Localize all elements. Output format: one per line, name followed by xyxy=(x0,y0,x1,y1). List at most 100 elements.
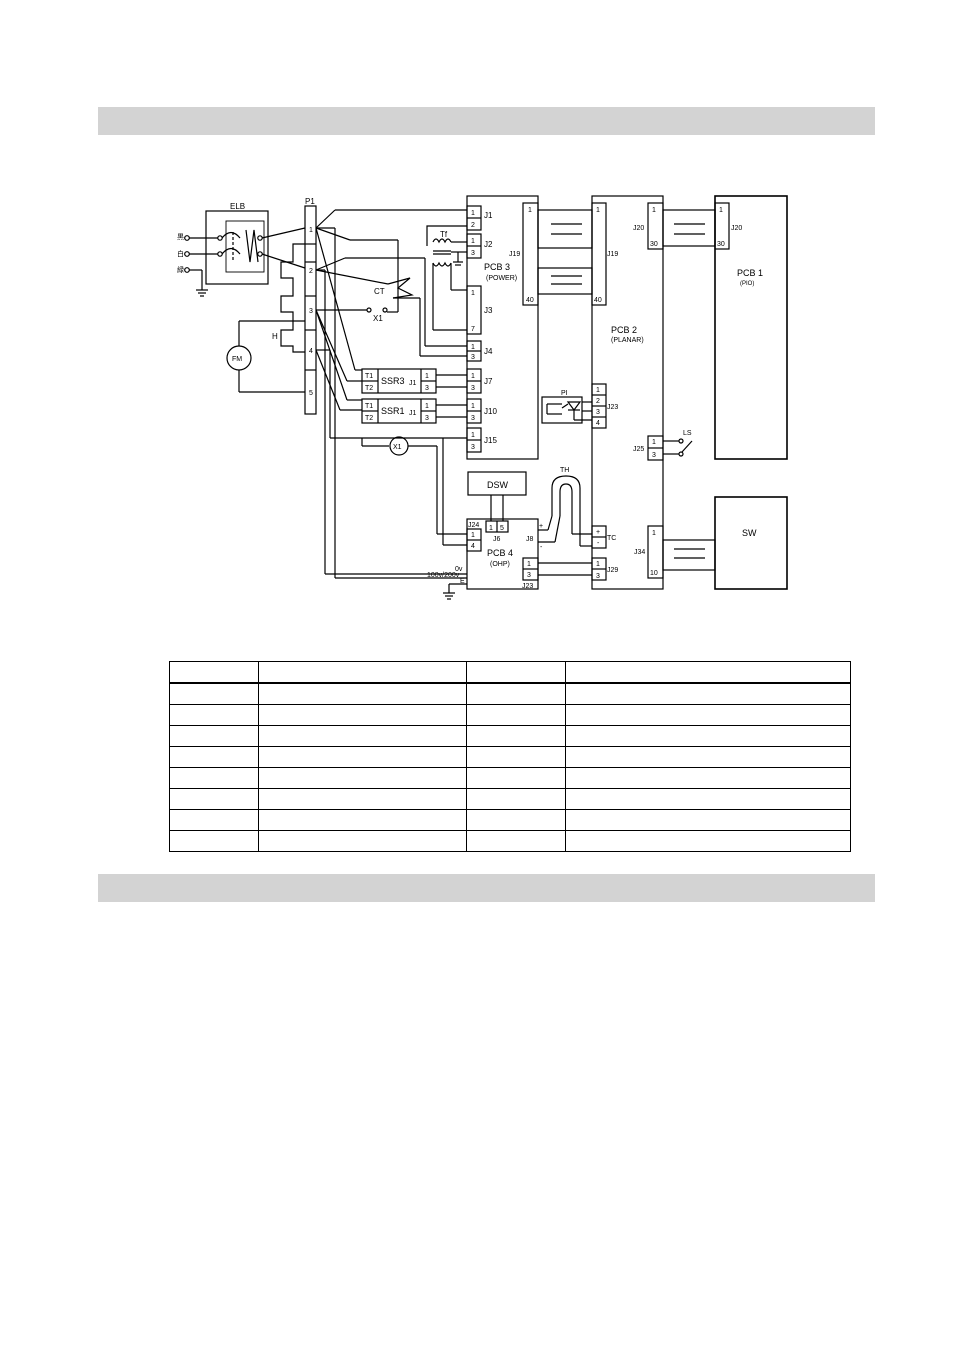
pcb4-j8-label: J8 xyxy=(526,536,534,543)
dsw-label: DSW xyxy=(487,480,509,490)
table-cell xyxy=(258,830,467,852)
pcb2-j25-pin-3: 3 xyxy=(652,452,656,459)
ssr1-t2: T2 xyxy=(365,415,373,422)
pcb3-j7-pin-1: 1 xyxy=(471,373,475,380)
table-cell xyxy=(466,725,566,747)
pcb2-j19-pin-40: 40 xyxy=(594,297,602,304)
elb-box xyxy=(205,210,269,285)
p1-pin-3: 3 xyxy=(309,308,313,315)
pcb4-j8-plus: + xyxy=(539,523,543,530)
table-cell xyxy=(169,661,259,684)
table-cell xyxy=(169,704,259,726)
sw-panel xyxy=(714,496,788,590)
pcb3-j19-pin-40: 40 xyxy=(526,297,534,304)
table-cell xyxy=(466,704,566,726)
ssr3-jack: J1 xyxy=(409,380,417,387)
table-cell xyxy=(258,746,467,768)
pcb2-j23-pin-2: 2 xyxy=(596,398,600,405)
elb-terminal-black: 黒 xyxy=(177,233,184,241)
pcb2-j29-label: J29 xyxy=(607,567,618,574)
ssr3-t2: T2 xyxy=(365,385,373,392)
table-cell xyxy=(565,809,851,831)
section-header-bar-bottom xyxy=(98,874,875,902)
pcb2-j34-pin-1: 1 xyxy=(652,530,656,537)
table-cell xyxy=(466,682,566,705)
table-cell xyxy=(258,767,467,789)
p1-label: P1 xyxy=(305,197,315,206)
table-cell xyxy=(169,767,259,789)
pcb3-j15-pin-3: 3 xyxy=(471,444,475,451)
table-cell xyxy=(466,830,566,852)
table-cell xyxy=(258,725,467,747)
pcb1-sub: (PIO) xyxy=(740,281,754,287)
pcb4-j24-label: J24 xyxy=(468,522,479,529)
ssr1-pin-3: 3 xyxy=(425,415,429,422)
pcb4-j23-label: J23 xyxy=(522,583,533,590)
elb-label: ELB xyxy=(230,202,245,211)
pcb3-j10-label: J10 xyxy=(484,407,497,416)
pcb3-j1-label: J1 xyxy=(484,211,493,220)
pcb3-j3-pin-1: 1 xyxy=(471,290,475,297)
table-cell xyxy=(258,704,467,726)
pcb3-j1-pin-2: 2 xyxy=(471,222,475,229)
dsw-box xyxy=(467,471,527,496)
pcb3-j10-pin-3: 3 xyxy=(471,415,475,422)
table-cell xyxy=(565,725,851,747)
elb-terminal-1 xyxy=(184,235,190,241)
pcb3-j3-label: J3 xyxy=(484,306,493,315)
table-cell xyxy=(169,682,259,705)
ssr3-label: SSR3 xyxy=(381,376,405,386)
table-cell xyxy=(565,661,851,684)
ct-label: CT xyxy=(374,287,385,296)
pcb3-j3-pin-7: 7 xyxy=(471,326,475,333)
sw-label: SW xyxy=(742,528,757,538)
pcb4-earth: E xyxy=(460,578,465,585)
relay-contact-label: X1 xyxy=(373,314,383,323)
table-cell xyxy=(466,767,566,789)
table-cell xyxy=(258,788,467,810)
pcb3-j2-label: J2 xyxy=(484,240,493,249)
pcb4-j8-minus: - xyxy=(540,544,543,551)
p1-pin-4: 4 xyxy=(309,348,313,355)
table-cell xyxy=(258,682,467,705)
table-row xyxy=(169,682,851,705)
table-cell xyxy=(466,661,566,684)
pcb1-j20-pin-1: 1 xyxy=(719,207,723,214)
p1-pin-2: 2 xyxy=(309,268,313,275)
pcb3-j15-label: J15 xyxy=(484,436,497,445)
table-cell xyxy=(466,788,566,810)
relay-coil-label: X1 xyxy=(393,444,402,451)
pcb2-j20-label: J20 xyxy=(633,225,644,232)
table-cell xyxy=(565,767,851,789)
pcb2-j34-label: J34 xyxy=(634,549,645,556)
pcb2-j19-pin-1: 1 xyxy=(596,207,600,214)
pcb2-j23-pin-1: 1 xyxy=(596,387,600,394)
table-cell xyxy=(169,809,259,831)
table-cell xyxy=(169,746,259,768)
pcb2-j23-label: J23 xyxy=(607,404,618,411)
elb-terminal-2 xyxy=(184,251,190,257)
pcb2-j29-pin-1: 1 xyxy=(596,561,600,568)
pcb2-j34-pin-10: 10 xyxy=(650,570,658,577)
pcb4-power-0v: 0v xyxy=(455,566,463,573)
pcb2-j25-pin-1: 1 xyxy=(652,439,656,446)
transformer-label: Tf xyxy=(440,230,448,239)
ssr1-t1: T1 xyxy=(365,403,373,410)
fan-motor-label: FM xyxy=(232,356,242,363)
pcb3-j19-label: J19 xyxy=(509,251,520,258)
table-row xyxy=(169,725,851,747)
pcb2-tc-plus: + xyxy=(596,529,600,536)
pcb1-board xyxy=(714,195,788,460)
table-cell xyxy=(258,809,467,831)
pcb4-sub: (OHP) xyxy=(490,561,510,568)
pi-label: PI xyxy=(561,390,568,397)
table-row xyxy=(169,830,851,852)
table-cell xyxy=(565,746,851,768)
parts-table xyxy=(169,661,851,852)
pcb3-j19-pin-1: 1 xyxy=(528,207,532,214)
pcb4-j6-pin-5: 5 xyxy=(500,525,504,532)
pcb3-j4-pin-1: 1 xyxy=(471,344,475,351)
pcb2-tc-minus: - xyxy=(597,540,600,547)
table-row xyxy=(169,704,851,726)
